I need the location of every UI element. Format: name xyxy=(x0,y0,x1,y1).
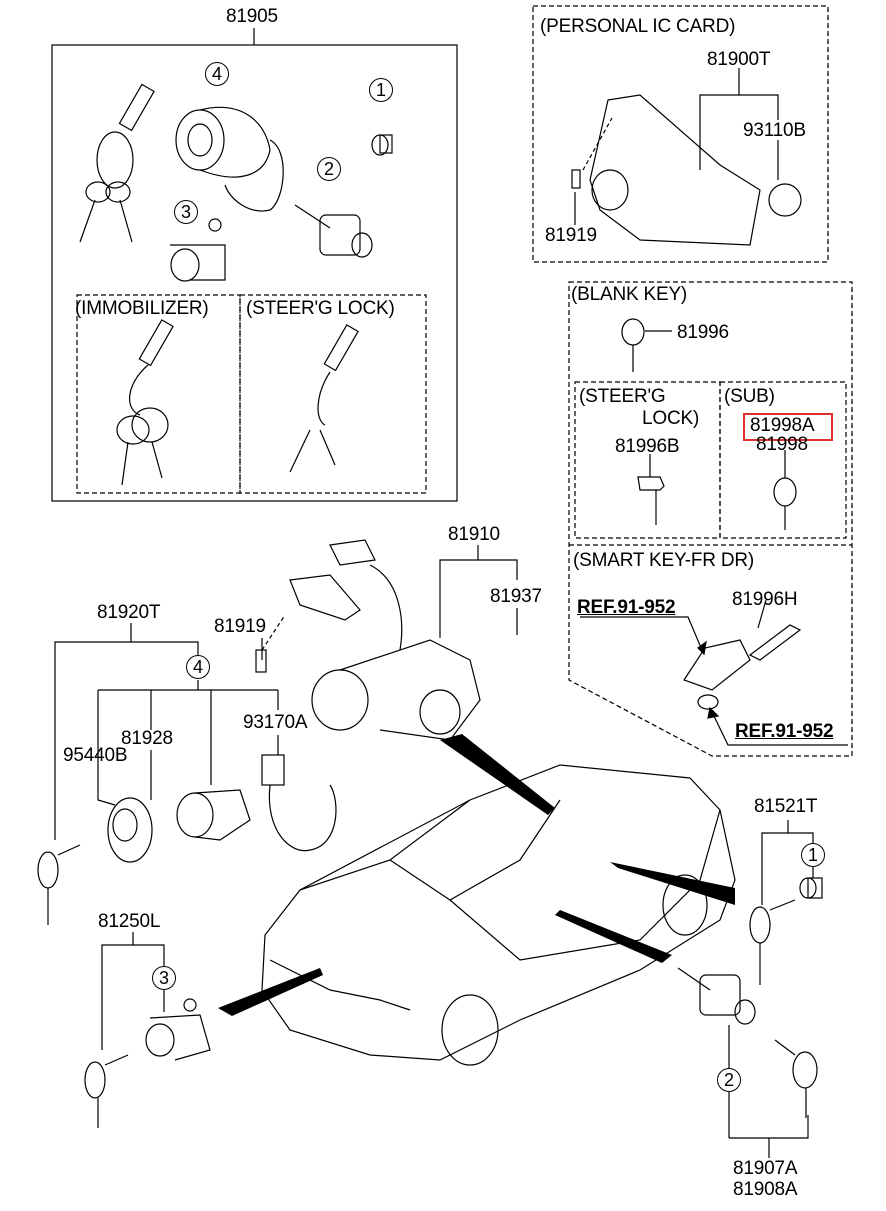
car-drawing xyxy=(261,764,736,1066)
callout-2-door: 2 xyxy=(717,1068,741,1092)
blank-key-drawing xyxy=(621,318,797,530)
highlight-box xyxy=(743,413,833,441)
part-label-93170a: 93170A xyxy=(243,712,308,733)
callout-3-trunk: 3 xyxy=(152,966,176,990)
part-label-81919-ic: 81919 xyxy=(545,225,597,246)
callout-1-door: 1 xyxy=(801,843,825,867)
part-label-81908a: 81908A xyxy=(733,1179,798,1200)
part-label-81998a[interactable]: 81998A xyxy=(750,415,815,436)
blank-key-frame xyxy=(568,281,853,757)
part-label-95440b: 95440B xyxy=(63,745,128,766)
steering-lock-keys-drawing xyxy=(289,324,359,473)
part-label-81905: 81905 xyxy=(226,6,278,27)
ref-link-top[interactable]: REF.91-952 xyxy=(577,597,676,618)
main-set-frame xyxy=(51,28,458,502)
part-label-81910: 81910 xyxy=(448,524,500,545)
callout-2: 2 xyxy=(317,157,341,181)
part-label-81907a: 81907A xyxy=(733,1158,798,1179)
cylinder-3-drawing xyxy=(170,218,226,282)
door-set-lines xyxy=(677,967,818,1158)
steering-lock-blank-title-2: LOCK) xyxy=(642,408,700,429)
part-label-81919: 81919 xyxy=(214,616,266,637)
sub-key-title: (SUB) xyxy=(724,386,775,407)
part-label-81928: 81928 xyxy=(121,728,173,749)
cylinder-1-drawing xyxy=(371,134,393,156)
cylinder-2-drawing xyxy=(294,204,373,258)
key-ring-drawing xyxy=(79,83,155,243)
callout-1: 1 xyxy=(369,78,393,102)
steering-lock-blank-title-1: (STEER'G xyxy=(579,386,666,407)
part-label-81996: 81996 xyxy=(677,322,729,343)
ignition-cylinder-drawing xyxy=(175,106,284,212)
part-label-81521t: 81521T xyxy=(754,796,818,817)
part-label-81996h: 81996H xyxy=(732,589,798,610)
smart-key-drawing xyxy=(580,599,848,746)
part-label-81996b: 81996B xyxy=(615,436,680,457)
ignition-set-lines xyxy=(37,623,337,925)
part-label-81937: 81937 xyxy=(490,586,542,607)
part-label-81250l: 81250L xyxy=(98,911,161,932)
callout-4-ignition: 4 xyxy=(186,655,210,679)
smart-key-title: (SMART KEY-FR DR) xyxy=(573,550,754,571)
pointer-wedges xyxy=(218,734,735,1016)
personal-ic-card-title: (PERSONAL IC CARD) xyxy=(540,16,736,37)
door-set-rh-lines xyxy=(749,820,823,985)
part-label-81998: 81998 xyxy=(756,434,808,455)
part-label-81900t: 81900T xyxy=(707,49,771,70)
part-label-93110b: 93110B xyxy=(743,120,806,141)
immobilizer-keys-drawing xyxy=(116,319,174,486)
immobilizer-label: (IMMOBILIZER) xyxy=(75,298,209,319)
blank-key-title: (BLANK KEY) xyxy=(571,284,688,305)
ref-link-bottom[interactable]: REF.91-952 xyxy=(735,721,834,742)
ic-card-frame xyxy=(532,5,829,263)
trunk-set-lines xyxy=(84,932,211,1128)
lock-assembly-lines xyxy=(255,539,518,741)
callout-3: 3 xyxy=(174,200,198,224)
steering-lock-label: (STEER'G LOCK) xyxy=(246,298,395,319)
ic-card-lines xyxy=(571,68,802,246)
part-label-81920t: 81920T xyxy=(97,602,161,623)
callout-4: 4 xyxy=(205,62,229,86)
